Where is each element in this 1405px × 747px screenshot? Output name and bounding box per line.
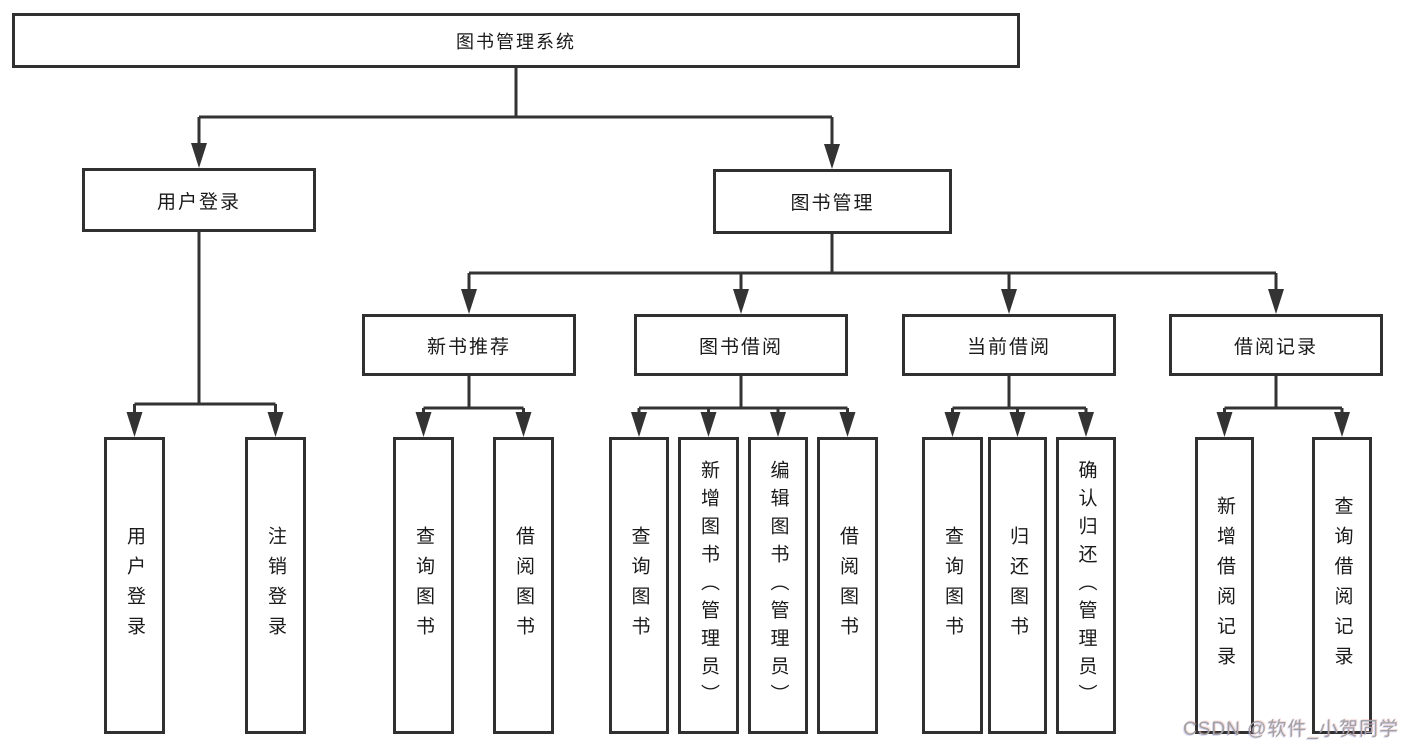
arrow-leaf-11 bbox=[1078, 412, 1094, 437]
leaf-add-books-admin: 新增图书（管理员） bbox=[678, 437, 739, 734]
connector-bookborrow-to-leaves bbox=[637, 376, 849, 415]
node-user-login: 用户登录 bbox=[82, 168, 316, 232]
arrow-leaf-8 bbox=[839, 412, 856, 437]
node-current-borrowing-label: 当前借阅 bbox=[966, 336, 1051, 358]
node-borrowing-records: 借阅记录 bbox=[1169, 314, 1383, 376]
connector-currentborrow-to-leaves bbox=[951, 376, 1088, 415]
leaf-query-books-current-label: 查询图书 bbox=[942, 525, 963, 646]
arrow-to-new-book bbox=[461, 289, 477, 314]
leaf-edit-books-admin-label: 编辑图书（管理员） bbox=[767, 459, 789, 712]
node-current-borrowing: 当前借阅 bbox=[902, 314, 1116, 376]
arrow-to-user-login bbox=[191, 143, 207, 168]
leaf-query-borrow-record: 查询借阅记录 bbox=[1312, 437, 1372, 734]
leaf-edit-books-admin: 编辑图书（管理员） bbox=[748, 437, 808, 734]
leaf-borrow-books-recommend: 借阅图书 bbox=[493, 437, 554, 734]
leaf-borrow-books-recommend-label: 借阅图书 bbox=[513, 525, 534, 646]
node-root: 图书管理系统 bbox=[12, 13, 1020, 68]
leaf-add-borrow-record-label: 新增借阅记录 bbox=[1214, 495, 1235, 676]
leaf-query-books-borrowing-label: 查询图书 bbox=[628, 525, 650, 646]
arrow-leaf-7 bbox=[770, 412, 786, 437]
leaf-confirm-return-admin: 确认归还（管理员） bbox=[1056, 437, 1116, 734]
arrow-to-book-mgmt bbox=[824, 144, 840, 169]
leaf-borrow-books: 借阅图书 bbox=[817, 437, 878, 734]
connector-borrowrecord-to-leaves bbox=[1223, 376, 1344, 415]
connector-root-to-level2 bbox=[197, 68, 834, 147]
node-borrowing-records-label: 借阅记录 bbox=[1233, 336, 1318, 358]
leaf-query-borrow-record-label: 查询借阅记录 bbox=[1331, 495, 1353, 676]
leaf-user-login-label: 用户登录 bbox=[124, 525, 145, 646]
node-user-login-label: 用户登录 bbox=[156, 191, 241, 213]
leaf-logout-label: 注销登录 bbox=[265, 525, 286, 646]
leaf-return-books: 归还图书 bbox=[988, 437, 1047, 734]
arrowheads bbox=[126, 143, 1350, 437]
node-new-book-recommend: 新书推荐 bbox=[362, 314, 576, 376]
arrow-leaf-1 bbox=[126, 412, 143, 437]
connector-userlogin-to-leaves bbox=[133, 232, 277, 414]
node-book-borrowing: 图书借阅 bbox=[634, 314, 848, 376]
node-new-book-recommend-label: 新书推荐 bbox=[426, 336, 511, 358]
arrow-leaf-9 bbox=[944, 412, 961, 437]
node-root-label: 图书管理系统 bbox=[456, 31, 576, 52]
arrow-leaf-12 bbox=[1216, 412, 1233, 437]
leaf-user-login: 用户登录 bbox=[104, 437, 165, 734]
connector-bookmgmt-to-level3 bbox=[467, 234, 1278, 292]
arrow-to-book-borrow bbox=[733, 289, 749, 314]
leaf-borrow-books-label: 借阅图书 bbox=[837, 525, 858, 646]
node-book-mgmt-label: 图书管理 bbox=[790, 193, 875, 214]
arrow-leaf-4 bbox=[515, 412, 532, 437]
arrow-to-current-borrow bbox=[1001, 289, 1017, 314]
leaf-query-books-recommend: 查询图书 bbox=[393, 437, 454, 734]
node-book-mgmt: 图书管理 bbox=[713, 169, 952, 234]
leaf-query-books-borrowing: 查询图书 bbox=[609, 437, 669, 734]
arrow-leaf-10 bbox=[1009, 412, 1026, 437]
leaf-confirm-return-admin-label: 确认归还（管理员） bbox=[1075, 459, 1097, 712]
leaf-query-books-recommend-label: 查询图书 bbox=[413, 525, 434, 646]
connector-newbook-to-leaves bbox=[422, 376, 525, 415]
leaf-add-borrow-record: 新增借阅记录 bbox=[1195, 437, 1254, 734]
arrow-leaf-13 bbox=[1334, 412, 1350, 437]
arrow-leaf-3 bbox=[415, 412, 432, 437]
csdn-watermark: CSDN @软件_小贺同学 bbox=[1183, 719, 1399, 740]
leaf-logout: 注销登录 bbox=[245, 437, 306, 734]
arrow-to-borrow-record bbox=[1268, 289, 1284, 314]
leaf-query-books-current: 查询图书 bbox=[922, 437, 983, 734]
leaf-return-books-label: 归还图书 bbox=[1007, 525, 1028, 646]
arrow-leaf-2 bbox=[267, 412, 284, 437]
arrow-leaf-5 bbox=[631, 412, 647, 437]
leaf-add-books-admin-label: 新增图书（管理员） bbox=[698, 459, 719, 712]
node-book-borrowing-label: 图书借阅 bbox=[698, 336, 783, 358]
arrow-leaf-6 bbox=[700, 412, 717, 437]
